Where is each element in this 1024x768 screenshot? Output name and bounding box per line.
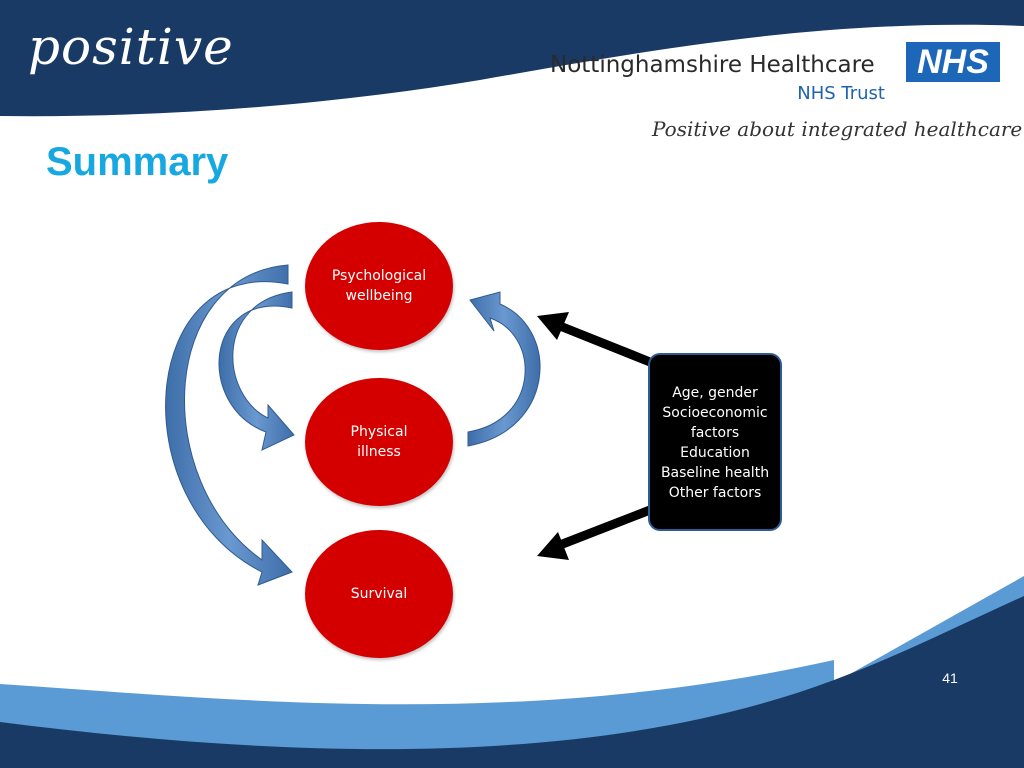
- node-physical-line2: illness: [357, 444, 401, 460]
- node-psychological-wellbeing: Psychological wellbeing: [305, 222, 453, 350]
- arrowhead-factors-to-survival: [537, 532, 569, 560]
- arrowhead-factors-to-psych: [537, 312, 569, 340]
- node-physical-line1: Physical: [350, 424, 408, 440]
- arrow-physical-to-psych: [467, 291, 541, 447]
- factor-item: Age, gender: [672, 385, 758, 401]
- node-survival: Survival: [305, 530, 453, 658]
- organisation-sub: NHS Trust: [797, 83, 885, 104]
- factor-item: Baseline health: [660, 465, 770, 481]
- header-band: [0, 0, 1024, 117]
- factor-item: Socioeconomic: [662, 405, 768, 421]
- factors-box: Age, gender Socioeconomic factors Educat…: [648, 353, 782, 531]
- node-survival-label: Survival: [350, 586, 408, 602]
- organisation-name: Nottinghamshire Healthcare: [550, 52, 875, 78]
- positive-logo: positive: [28, 18, 234, 76]
- tagline: Positive about integrated healthcare: [652, 117, 1023, 141]
- footer-band-dark: [0, 596, 1024, 768]
- page-number: 41: [942, 670, 958, 686]
- factor-item: Other factors: [668, 485, 762, 501]
- arrow-factors-to-psych: [558, 321, 652, 367]
- slide-title: Summary: [46, 140, 229, 184]
- arrow-factors-to-survival: [558, 505, 652, 550]
- arrow-psych-to-physical: [218, 291, 295, 451]
- factor-item: Education: [680, 445, 750, 461]
- node-psychological-line1: Psychological: [331, 268, 427, 284]
- arrow-psych-to-survival: [165, 264, 293, 586]
- node-psychological-line2: wellbeing: [345, 288, 413, 304]
- factor-item: factors: [690, 425, 740, 441]
- node-physical-illness: Physical illness: [305, 378, 453, 506]
- nhs-logo: NHS: [906, 42, 1000, 82]
